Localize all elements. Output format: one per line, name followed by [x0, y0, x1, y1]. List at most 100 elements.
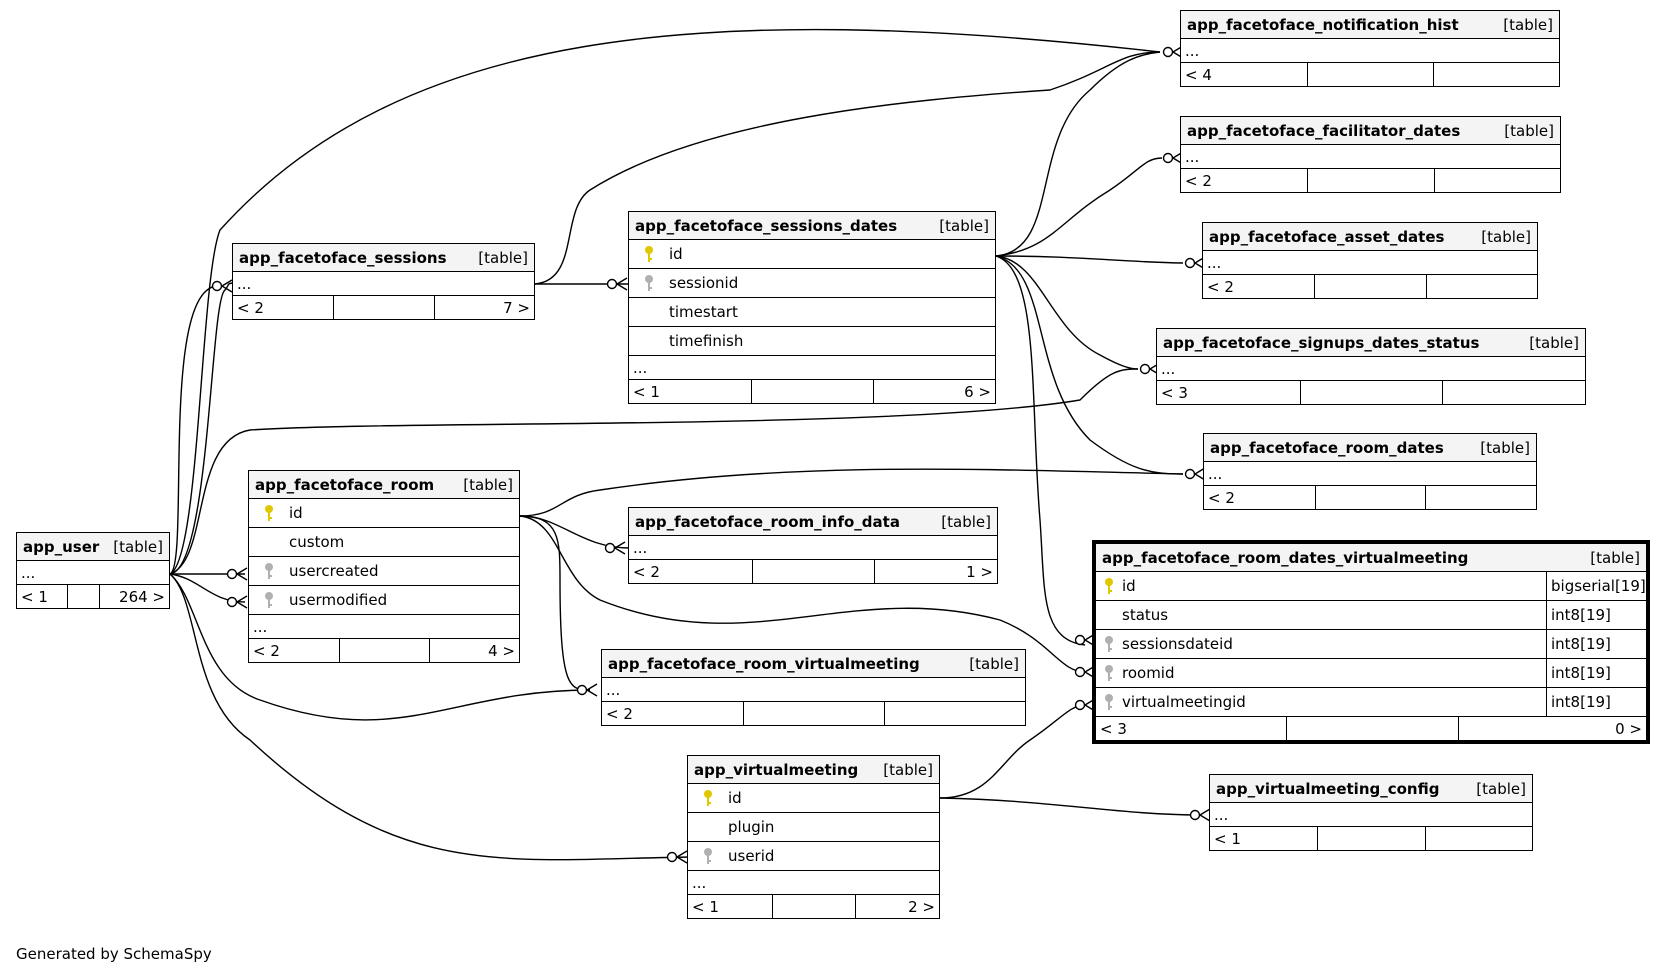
table-type: [table]	[941, 512, 991, 531]
table-facilitator-dates[interactable]: app_facetoface_facilitator_dates[table] …	[1180, 116, 1561, 193]
table-room-dates[interactable]: app_facetoface_room_dates[table] ... < 2	[1203, 433, 1537, 510]
table-notification-hist[interactable]: app_facetoface_notification_hist[table] …	[1180, 10, 1560, 87]
column-row[interactable]: custom	[249, 528, 519, 557]
column-row[interactable]: plugin	[688, 813, 939, 842]
column-name: sessionid	[669, 274, 739, 292]
edge-sessiondates-facilitator	[995, 157, 1163, 257]
edge-user-notification	[169, 28, 1161, 575]
table-name: app_facetoface_asset_dates	[1209, 227, 1445, 246]
column-row[interactable]: id	[688, 784, 939, 813]
children-count[interactable]	[884, 702, 1025, 725]
column-row[interactable]: usermodified	[249, 586, 519, 615]
children-count[interactable]: 6 >	[873, 380, 995, 403]
column-row[interactable]: sessionsdateid int8[19]	[1096, 630, 1646, 659]
edge-sessions-notification	[534, 51, 1161, 285]
column-ellipsis: ...	[1181, 145, 1560, 169]
column-ellipsis: ...	[629, 536, 997, 560]
column-ellipsis: ...	[1181, 39, 1559, 63]
table-name: app_facetoface_notification_hist	[1187, 15, 1459, 34]
parents-count[interactable]: < 2	[237, 298, 264, 317]
column-name: sessionsdateid	[1122, 635, 1233, 653]
table-sessions-dates[interactable]: app_facetoface_sessions_dates[table] id …	[628, 211, 996, 404]
parents-count[interactable]: < 2	[1185, 171, 1212, 190]
column-row[interactable]: id	[249, 499, 519, 528]
table-type: [table]	[883, 760, 933, 779]
column-name: usercreated	[289, 562, 379, 580]
column-name: roomid	[1122, 664, 1175, 682]
column-name: timestart	[669, 303, 738, 321]
parents-count[interactable]: < 1	[1214, 829, 1241, 848]
table-virtualmeeting[interactable]: app_virtualmeeting [table] id plugin user…	[687, 755, 940, 919]
table-type: [table]	[1504, 121, 1554, 140]
table-type: [table]	[1503, 15, 1553, 34]
column-row[interactable]: roomid int8[19]	[1096, 659, 1646, 688]
children-count[interactable]: 2 >	[855, 895, 939, 918]
table-name: app_virtualmeeting	[694, 760, 859, 779]
parents-count[interactable]: < 2	[1208, 488, 1235, 507]
edge-user-sessions-2	[169, 285, 218, 575]
edge-room-roomdates	[519, 468, 1184, 517]
children-count[interactable]: 1 >	[874, 560, 997, 583]
foreign-key-icon	[688, 847, 728, 865]
column-name: userid	[728, 847, 775, 865]
table-room-info-data[interactable]: app_facetoface_room_info_data[table] ...…	[628, 507, 998, 584]
table-name: app_facetoface_signups_dates_status	[1163, 333, 1480, 352]
column-ellipsis: ...	[688, 871, 939, 895]
column-row[interactable]: userid	[688, 842, 939, 871]
column-name: plugin	[728, 818, 775, 836]
column-row[interactable]: timestart	[629, 298, 995, 327]
parents-count[interactable]: < 2	[633, 562, 660, 581]
column-type: int8[19]	[1546, 688, 1646, 716]
table-type: [table]	[1590, 548, 1640, 567]
table-signups-dates-status[interactable]: app_facetoface_signups_dates_status [tabl…	[1156, 328, 1586, 405]
foreign-key-icon	[629, 274, 669, 292]
parents-count[interactable]: < 1	[633, 382, 660, 401]
parents-count[interactable]: < 1	[692, 897, 719, 916]
column-row[interactable]: id	[629, 240, 995, 269]
column-row[interactable]: sessionid	[629, 269, 995, 298]
children-count[interactable]	[1424, 827, 1532, 850]
table-room[interactable]: app_facetoface_room[table] id custom use…	[248, 470, 520, 663]
parents-count[interactable]: < 2	[1207, 277, 1234, 296]
parents-count[interactable]: < 3	[1100, 719, 1127, 738]
column-type: int8[19]	[1546, 630, 1646, 658]
children-count[interactable]	[1425, 486, 1536, 509]
edge-room-roomvm	[519, 515, 591, 691]
column-name: id	[669, 245, 683, 263]
children-count[interactable]: 7 >	[433, 296, 534, 319]
column-ellipsis: ...	[1210, 803, 1532, 827]
table-name: app_facetoface_facilitator_dates	[1187, 121, 1461, 140]
table-virtualmeeting-config[interactable]: app_virtualmeeting_config[table] ... < 1	[1209, 774, 1533, 851]
parents-count[interactable]: < 4	[1185, 65, 1212, 84]
children-count[interactable]	[1442, 381, 1585, 404]
parents-count[interactable]: < 2	[253, 641, 280, 660]
children-count[interactable]	[1433, 63, 1559, 86]
table-type: [table]	[1529, 333, 1579, 352]
table-room-virtualmeeting[interactable]: app_facetoface_room_virtualmeeting[table…	[601, 649, 1026, 726]
table-room-dates-virtualmeeting[interactable]: app_facetoface_room_dates_virtualmeeting…	[1092, 540, 1650, 744]
children-count[interactable]: 4 >	[429, 639, 519, 662]
children-count[interactable]: 264 >	[99, 585, 169, 608]
foreign-key-icon	[249, 591, 289, 609]
column-row[interactable]: timefinish	[629, 327, 995, 356]
children-count[interactable]	[1433, 169, 1560, 192]
column-row[interactable]: usercreated	[249, 557, 519, 586]
column-type: int8[19]	[1546, 659, 1646, 687]
children-count[interactable]	[1425, 275, 1537, 298]
table-type: [table]	[113, 537, 163, 556]
parents-count[interactable]: < 2	[606, 704, 633, 723]
column-type: bigserial[19]	[1546, 572, 1646, 600]
parents-count[interactable]: < 3	[1161, 383, 1188, 402]
table-type: [table]	[969, 654, 1019, 673]
table-asset-dates[interactable]: app_facetoface_asset_dates[table] ... < …	[1202, 222, 1538, 299]
column-name: timefinish	[669, 332, 744, 350]
parents-count[interactable]: < 1	[21, 587, 48, 606]
column-name: status	[1122, 606, 1169, 624]
children-count[interactable]: 0 >	[1458, 717, 1646, 740]
